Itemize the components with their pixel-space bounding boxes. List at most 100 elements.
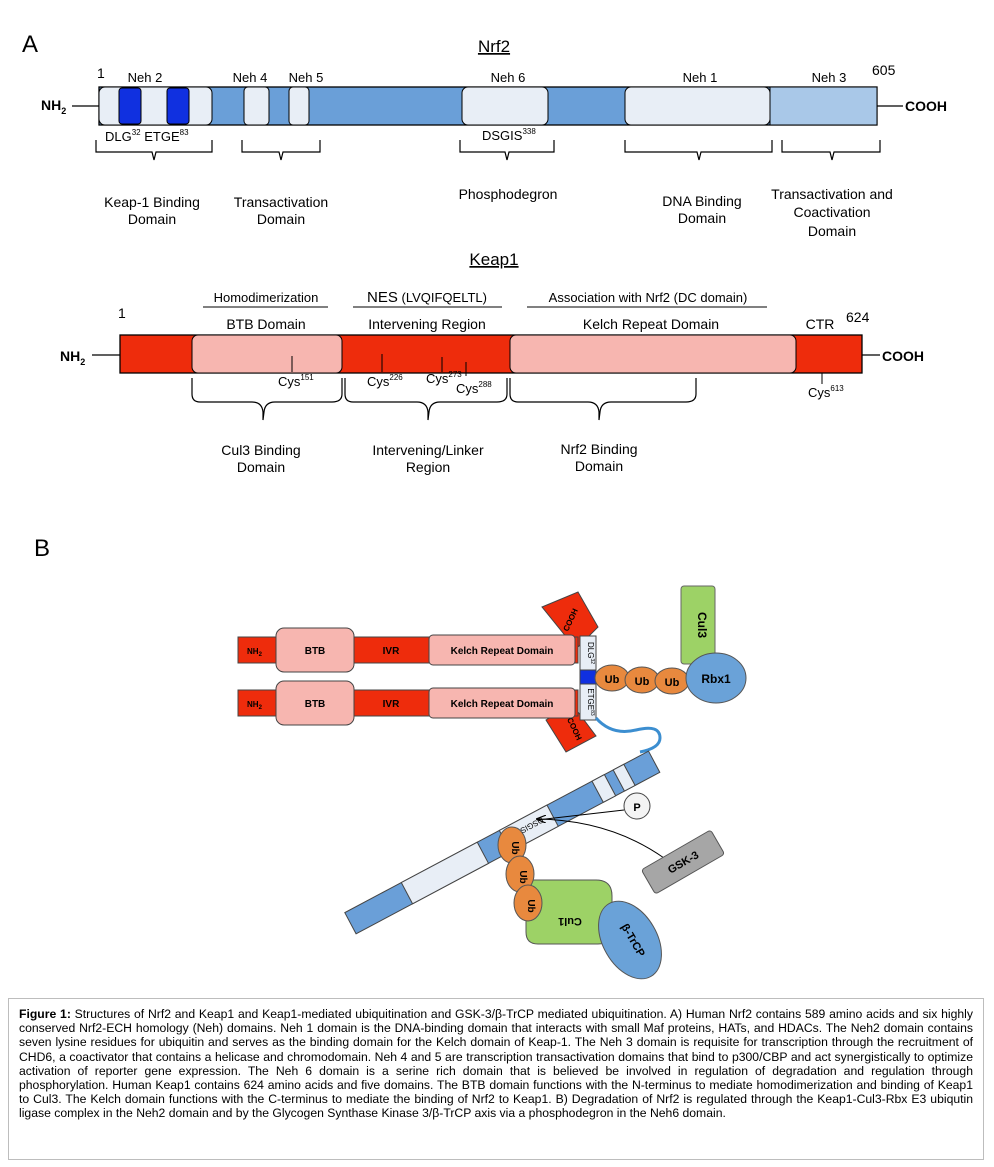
keap1-cooh-label: COOH	[882, 348, 924, 364]
homodimerization-header: Homodimerization	[214, 290, 319, 305]
transcoact-label-2: Coactivation	[793, 204, 870, 220]
keap-binding-brace	[95, 140, 213, 161]
btb-domain-label: BTB Domain	[226, 316, 305, 332]
neh6-domain	[461, 86, 549, 126]
nrf2-start-number: 1	[97, 65, 105, 81]
nrf2-cooh-label: COOH	[905, 98, 947, 114]
ub-3-label: Ub	[665, 677, 680, 689]
nrf2-neh2-blue-segment	[579, 669, 597, 685]
transcoact-label-1: Transactivation and	[771, 186, 893, 202]
neh4-label: Neh 4	[233, 70, 268, 85]
keap-binding-label-1: Keap-1 Binding	[104, 194, 200, 210]
neh6-label: Neh 6	[491, 70, 526, 85]
rbx1-shape	[685, 652, 747, 704]
btb-domain-box	[191, 334, 343, 374]
kelch-domain-box	[509, 334, 797, 374]
nrf2-end-number: 605	[872, 62, 896, 78]
neh3-label: Neh 3	[812, 70, 847, 85]
etge-motif-box	[166, 87, 190, 125]
cys613-label: Cys613	[808, 384, 844, 400]
kelch-domain-label: Kelch Repeat Domain	[583, 316, 719, 332]
lower-ivr-label: IVR	[383, 699, 400, 710]
cys288-label: Cys288	[456, 380, 492, 396]
neh2-label: Neh 2	[128, 70, 163, 85]
nrf2-linker-curve	[594, 716, 662, 754]
keap-binding-label-2: Domain	[128, 211, 176, 227]
cul3-binding-brace	[191, 378, 343, 421]
phosphate-circle	[623, 792, 651, 820]
upper-ivr-label: IVR	[383, 646, 400, 657]
nrf2-nh2-label: NH2	[41, 97, 66, 116]
nrf2-dlg-label: DLG32	[586, 642, 595, 664]
neh2-domain	[98, 86, 213, 126]
phosphodegron-brace	[459, 140, 555, 161]
ub-1-label: Ub	[605, 674, 620, 686]
transactivation-label-2: Domain	[257, 211, 305, 227]
nrf2-binding-label-1: Nrf2 Binding	[560, 441, 637, 457]
linker-label-1: Intervening/Linker	[372, 442, 484, 458]
nrf2-diagonal-neh1	[400, 841, 490, 905]
panel-a-label: A	[22, 31, 38, 58]
upper-btb-box	[275, 627, 355, 673]
dlg-etge-label: DLG32 ETGE83	[105, 128, 189, 144]
cul3-binding-label-2: Domain	[237, 459, 285, 475]
caption-figure-label: Figure 1:	[19, 1007, 71, 1021]
lower-btb-label: BTB	[305, 699, 326, 710]
keap1-end-number: 624	[846, 309, 870, 325]
nrf2-binding-brace	[509, 378, 697, 421]
rbx1-label: Rbx1	[701, 672, 731, 686]
dsgis-label: DSGIS338	[482, 127, 536, 143]
panel-b-label: B	[34, 535, 50, 562]
nrf2-diagonal-neh5	[612, 763, 636, 792]
btrcp-shape	[598, 900, 662, 980]
keap1-start-number: 1	[118, 305, 126, 321]
transcoact-brace	[781, 140, 881, 161]
ub-4-label: Ub	[509, 841, 520, 854]
phosphodegron-label: Phosphodegron	[459, 186, 558, 202]
nes-header: NES (LVQIFQELTL)	[367, 289, 487, 306]
upper-kelch-label: Kelch Repeat Domain	[451, 646, 554, 657]
dna-binding-label-2: Domain	[678, 210, 726, 226]
dna-binding-label-1: DNA Binding	[662, 193, 741, 209]
figure-caption: Figure 1: Structures of Nrf2 and Keap1 a…	[8, 998, 984, 1160]
nrf2-title: Nrf2	[478, 37, 510, 56]
dlg-motif-box	[118, 87, 142, 125]
nrf2-binding-label-2: Domain	[575, 458, 623, 474]
keap1-title: Keap1	[469, 250, 518, 269]
nrf2-diagonal-neh4	[591, 773, 617, 804]
upper-btb-label: BTB	[305, 646, 326, 657]
neh4-domain	[243, 86, 270, 126]
lower-kelch-label: Kelch Repeat Domain	[451, 699, 554, 710]
cul3-binding-label-1: Cul3 Binding	[221, 442, 300, 458]
figure: A Nrf2 1 605 NH2 COOH Neh 2 Neh 4 Neh 5 …	[22, 31, 947, 980]
ub-6	[513, 884, 543, 922]
association-header: Association with Nrf2 (DC domain)	[549, 290, 748, 305]
gsk3-arrow	[537, 819, 665, 859]
ctr-label: CTR	[806, 316, 835, 332]
transactivation-brace	[241, 140, 321, 161]
ub-5-label: Ub	[517, 870, 528, 883]
cul1-label: Cul1	[558, 915, 582, 927]
linker-brace	[344, 378, 508, 421]
lower-kelch-box	[428, 687, 576, 719]
caption-text: Structures of Nrf2 and Keap1 and Keap1-m…	[19, 1007, 973, 1121]
neh5-domain	[288, 86, 310, 126]
cys273-label: Cys273	[426, 370, 462, 386]
neh1-label: Neh 1	[683, 70, 718, 85]
cul3-label: Cul3	[695, 612, 709, 638]
transactivation-label-1: Transactivation	[234, 194, 328, 210]
ub-2-label: Ub	[635, 676, 650, 688]
nrf2-etge-segment	[579, 683, 597, 721]
ub-6-label: Ub	[525, 899, 536, 912]
lower-btb-box	[275, 680, 355, 726]
linker-label-2: Region	[406, 459, 450, 475]
intervening-region-label: Intervening Region	[368, 316, 486, 332]
gsk3-shape: GSK-3	[641, 830, 725, 894]
lower-nh2-label: NH2	[247, 700, 263, 711]
upper-kelch-box	[428, 634, 576, 666]
cys226-label: Cys226	[367, 373, 403, 389]
neh3-domain	[769, 86, 878, 126]
neh5-label: Neh 5	[289, 70, 324, 85]
dna-binding-brace	[624, 140, 773, 161]
phosphate-arrow-line	[536, 809, 625, 821]
